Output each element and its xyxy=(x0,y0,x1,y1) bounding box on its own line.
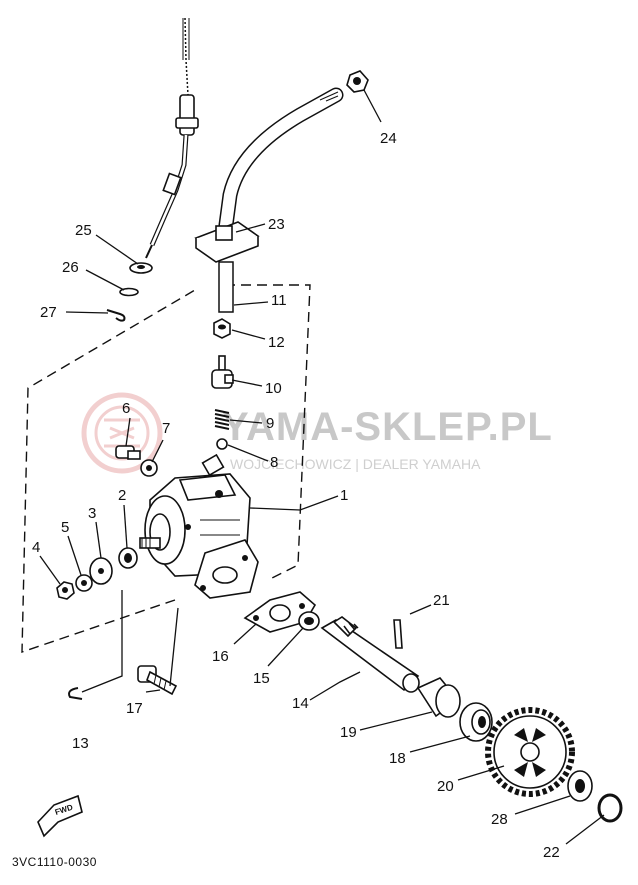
gear-circlip xyxy=(597,793,623,823)
pump-spacer-washer xyxy=(118,547,138,569)
pump-screw xyxy=(137,665,178,696)
pump-washer-small xyxy=(140,459,158,477)
callout-7: 7 xyxy=(162,420,170,437)
pump-shaft xyxy=(139,537,161,549)
callout-3: 3 xyxy=(88,505,96,522)
callout-8: 8 xyxy=(270,454,278,471)
forward-direction-icon: FWD xyxy=(37,794,83,838)
leader-lines xyxy=(39,89,605,845)
callout-18: 18 xyxy=(389,750,406,767)
pump-nut xyxy=(56,581,75,600)
callout-5: 5 xyxy=(61,519,69,536)
spring-washer xyxy=(75,574,93,592)
callout-6: 6 xyxy=(122,400,130,417)
callout-22: 22 xyxy=(543,844,560,861)
callout-14: 14 xyxy=(292,695,309,712)
callout-12: 12 xyxy=(268,334,285,351)
callout-10: 10 xyxy=(265,380,282,397)
watermark: YAMA-SKLEP.PL WOJCIECHOWICZ | DEALER YAM… xyxy=(81,392,553,474)
check-valve-body xyxy=(211,355,234,389)
shaft-pin xyxy=(393,619,403,649)
oil-delivery-hose xyxy=(218,87,344,233)
callout-13: 13 xyxy=(72,735,89,752)
pump-drive-gear xyxy=(485,707,575,797)
callout-11: 11 xyxy=(271,292,287,309)
pump-plate xyxy=(89,557,113,585)
oil-pump-cable xyxy=(145,17,199,259)
callout-25: 25 xyxy=(75,222,92,239)
pump-drive-shaft xyxy=(320,616,420,693)
callout-9: 9 xyxy=(266,415,274,432)
o-ring-small xyxy=(119,287,139,297)
callout-15: 15 xyxy=(253,670,270,687)
bearing xyxy=(459,702,493,742)
gear-retaining-washer xyxy=(567,770,593,802)
callout-16: 16 xyxy=(212,648,229,665)
cotter-pin xyxy=(106,309,126,322)
pump-bolt-short xyxy=(115,445,141,460)
callout-17: 17 xyxy=(126,700,143,717)
callout-labels: 1 2 3 4 5 6 7 8 9 10 11 12 13 14 15 16 1… xyxy=(32,130,560,861)
assembly-boundary xyxy=(21,284,311,653)
callout-19: 19 xyxy=(340,724,357,741)
shaft-collar xyxy=(416,677,461,718)
diagram-code: 3VC1110-0030 xyxy=(12,855,97,869)
callout-2: 2 xyxy=(118,487,126,504)
pump-gasket xyxy=(243,591,317,633)
callout-28: 28 xyxy=(491,811,508,828)
callout-26: 26 xyxy=(62,259,79,276)
oil-pump-assembly xyxy=(144,453,259,599)
callout-20: 20 xyxy=(437,778,454,795)
shaft-oil-seal xyxy=(298,611,320,631)
watermark-subtitle: WOJCIECHOWICZ | DEALER YAMAHA xyxy=(230,456,481,472)
hose-end-nut xyxy=(346,70,369,93)
callout-23: 23 xyxy=(268,216,285,233)
callout-21: 21 xyxy=(433,592,450,609)
cable-washer xyxy=(129,262,153,274)
hose-lower-pipe xyxy=(218,261,234,313)
hose-grommet xyxy=(194,221,260,263)
check-valve-spring xyxy=(214,409,230,430)
callout-27: 27 xyxy=(40,304,57,321)
watermark-title: YAMA-SKLEP.PL xyxy=(222,405,553,449)
retaining-clip xyxy=(68,687,83,700)
callout-24: 24 xyxy=(380,130,397,147)
callout-1: 1 xyxy=(340,487,348,504)
hose-clamp-nut xyxy=(213,318,231,339)
check-valve-ball xyxy=(216,438,228,450)
callout-4: 4 xyxy=(32,539,40,556)
